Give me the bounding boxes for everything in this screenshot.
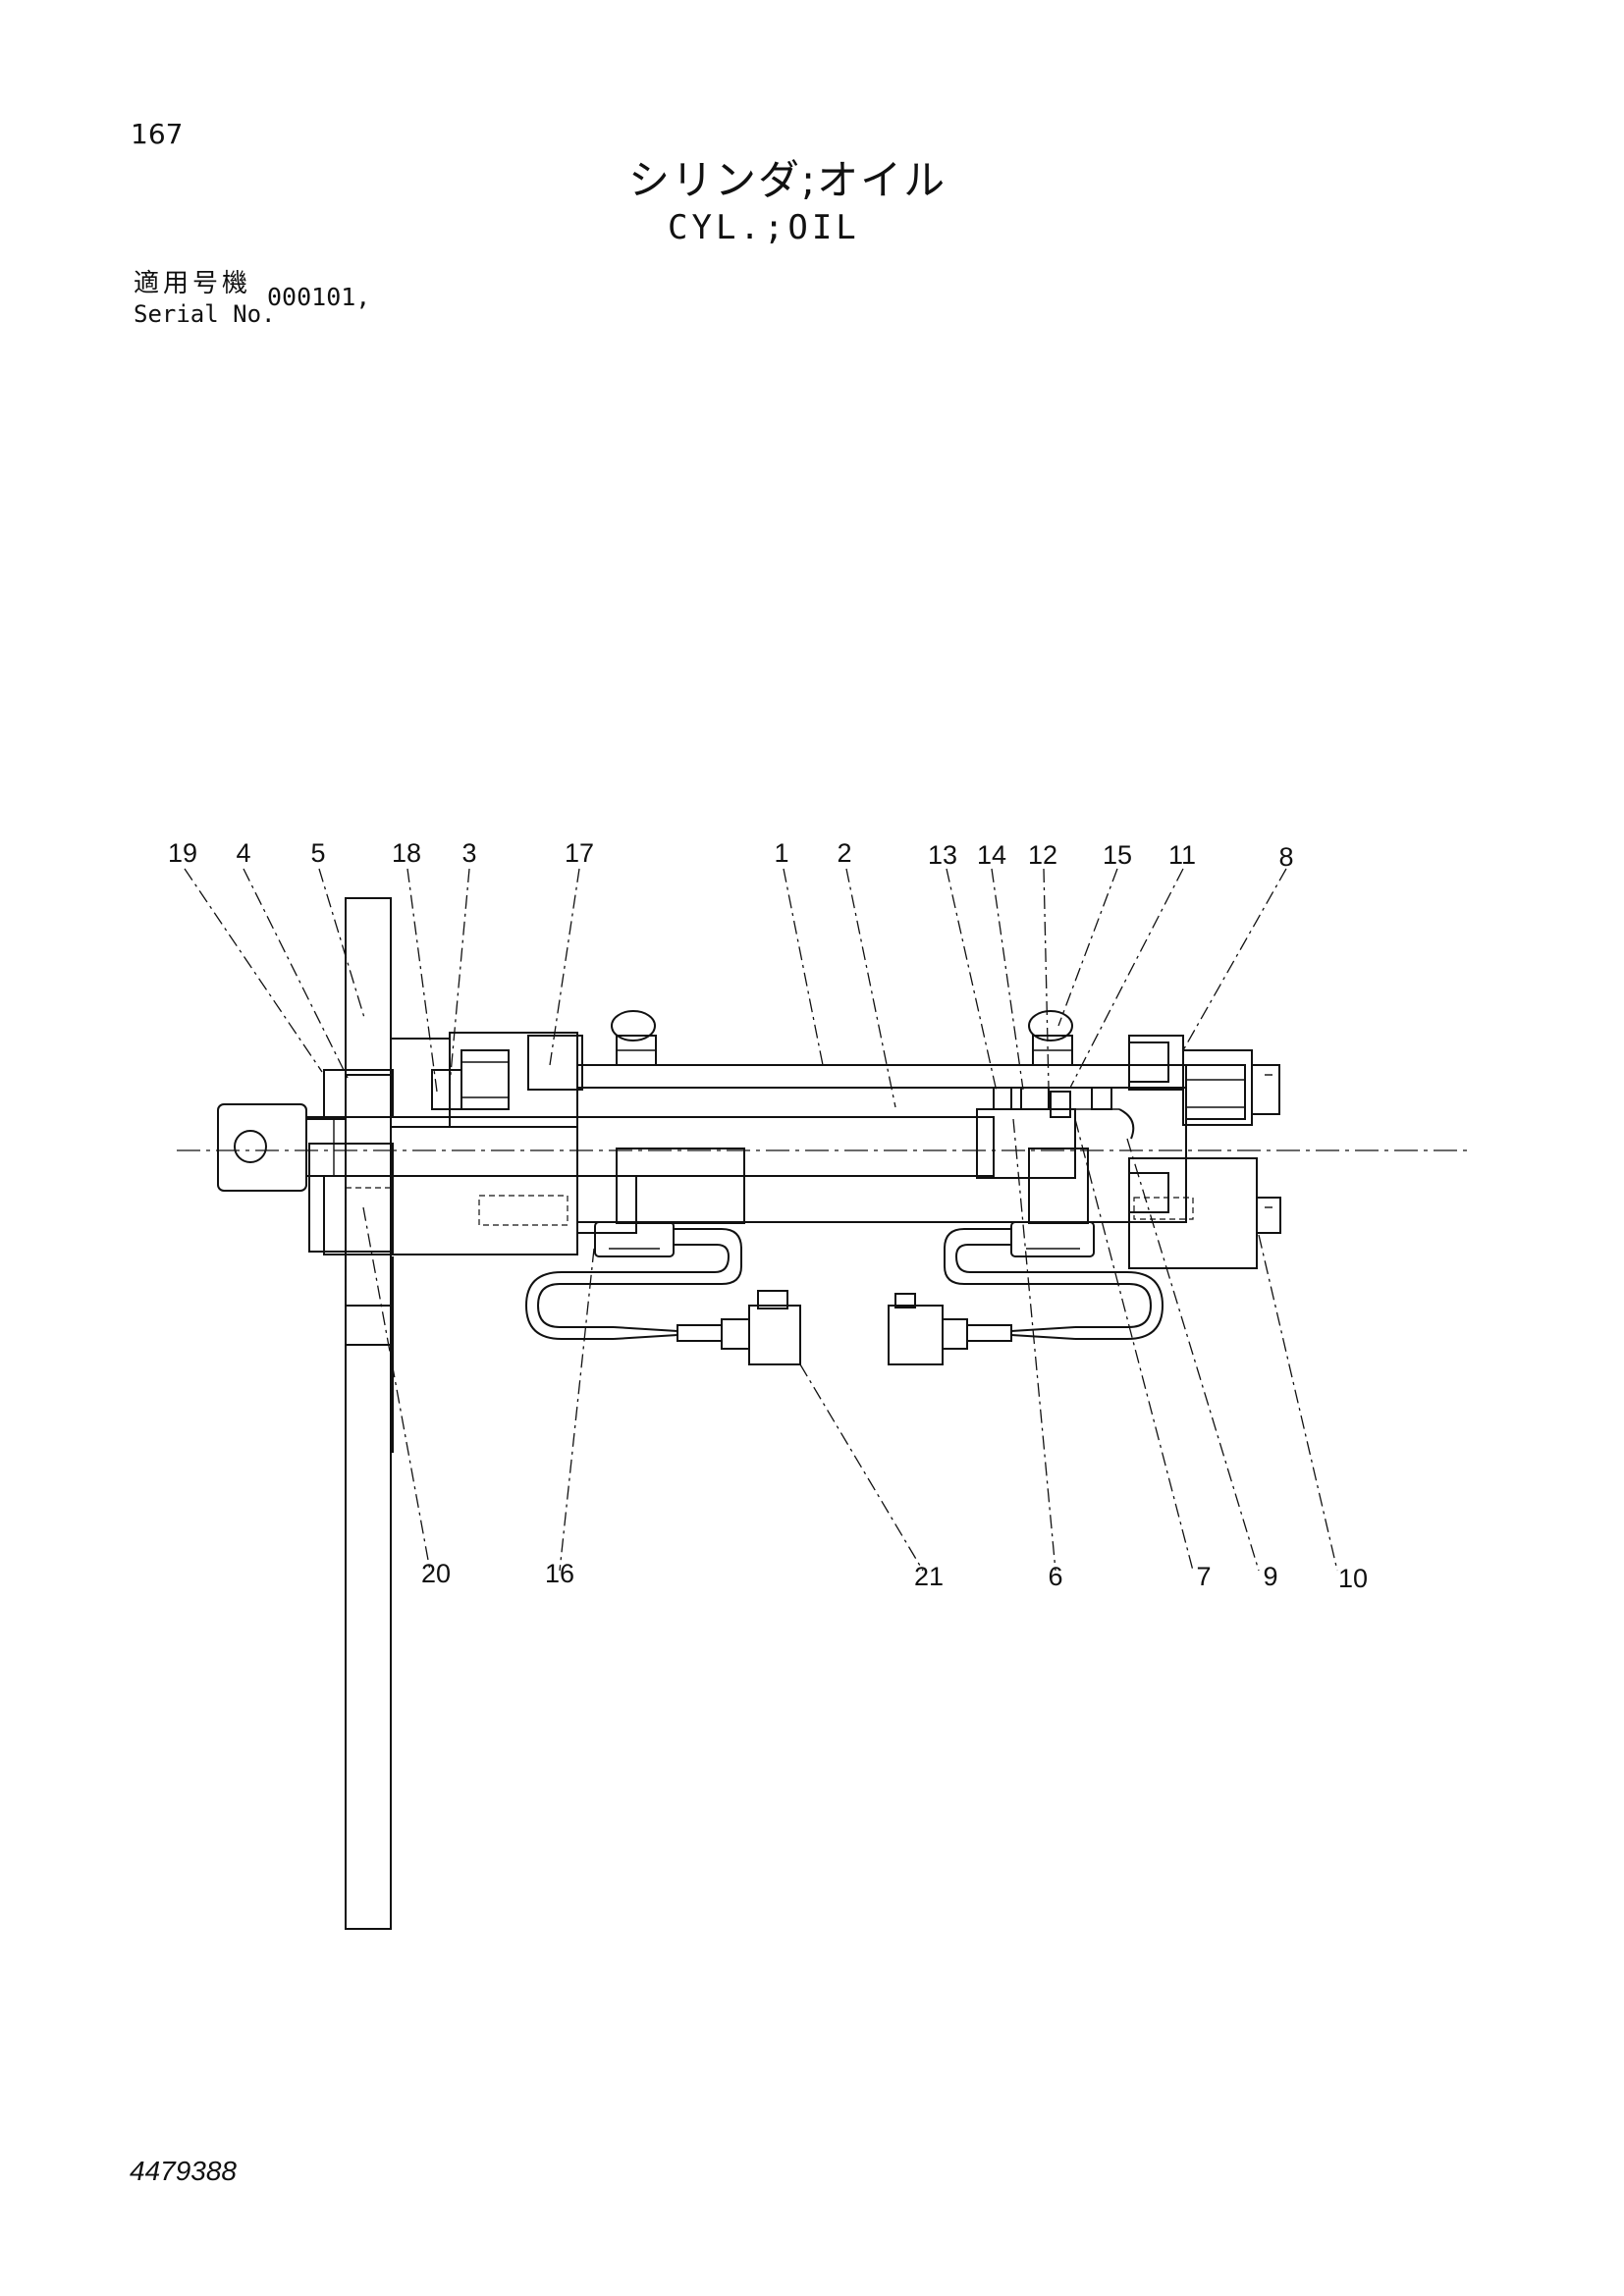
serial-label-english: Serial No. [134,300,276,328]
clamp-band-left [611,1010,657,1066]
callout-5: 5 [310,838,325,868]
callout-6: 6 [1048,1562,1062,1591]
serial-number-value: 000101, [267,283,371,311]
page-title-japanese: シリンダ;オイル [628,156,947,204]
callout-9: 9 [1263,1562,1277,1591]
page-title-english: CYL.;OIL [668,208,860,247]
cylinder-barrel [478,1035,1187,1234]
callout-8: 8 [1278,842,1293,872]
callout-16: 16 [545,1559,574,1588]
callout-18: 18 [392,838,421,868]
page-number: 167 [131,118,184,150]
callout-11: 11 [1168,840,1196,870]
callout-12: 12 [1028,840,1057,870]
piston-rod [305,1116,995,1177]
callout-10: 10 [1338,1564,1368,1593]
callout-3: 3 [461,838,476,868]
mounting-bracket [308,897,394,1930]
callout-21: 21 [914,1562,944,1591]
callout-17: 17 [565,838,594,868]
callout-2: 2 [837,838,851,868]
sensor-cable-left [524,1221,801,1365]
callout-1: 1 [774,838,788,868]
clamp-band-right [1028,1010,1073,1066]
piston [976,1087,1135,1179]
sensor-cable-right [888,1221,1164,1365]
head-end-cap [1128,1041,1281,1269]
callout-14: 14 [977,840,1006,870]
callout-labels: 19 4 5 18 3 17 1 2 13 14 12 15 11 8 20 1… [168,838,1368,1593]
serial-label-japanese: 適用号機 [134,269,252,298]
callout-7: 7 [1196,1562,1211,1591]
leader-lines [184,868,1338,1572]
document-number: 4479388 [130,2156,238,2186]
callout-15: 15 [1103,840,1132,870]
callout-13: 13 [928,840,957,870]
callout-4: 4 [236,838,250,868]
callout-20: 20 [421,1559,451,1588]
callout-19: 19 [168,838,197,868]
